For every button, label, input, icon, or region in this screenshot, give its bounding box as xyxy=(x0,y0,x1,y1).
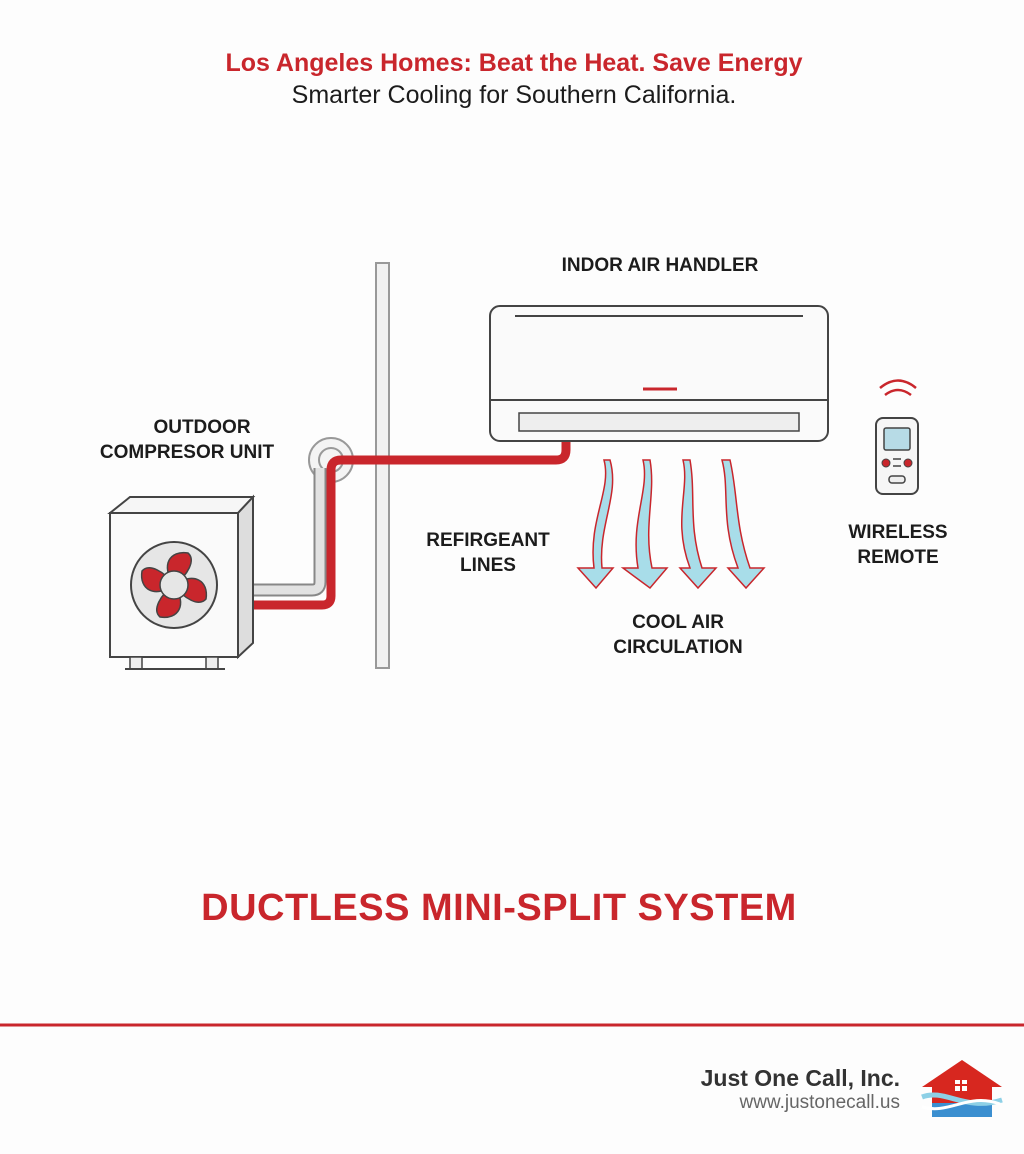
diagram-title: DUCTLESS MINI-SPLIT SYSTEM xyxy=(201,887,797,929)
company-name: Just One Call, Inc. xyxy=(701,1065,900,1091)
remote-label-line1: WIRELESS xyxy=(848,522,947,543)
headline: Los Angeles Homes: Beat the Heat. Save E… xyxy=(225,49,802,77)
company-logo-house-icon xyxy=(921,1060,1003,1117)
outdoor-compressor-unit xyxy=(107,494,256,670)
remote-label-line2: REMOTE xyxy=(857,547,938,568)
wireless-remote-icon xyxy=(875,379,919,495)
refrigerant-lines xyxy=(252,440,571,610)
fan-icon xyxy=(130,541,218,629)
subheadline: Smarter Cooling for Southern California. xyxy=(292,81,737,109)
cool-air-label-line1: COOL AIR xyxy=(632,612,724,633)
outdoor-unit-label-line2: COMPRESOR UNIT xyxy=(100,442,275,463)
indoor-unit-label: INDOR AIR HANDLER xyxy=(562,255,759,276)
cool-air-label-line2: CIRCULATION xyxy=(613,637,742,658)
refrigerant-label-line2: LINES xyxy=(460,555,516,576)
indoor-air-handler xyxy=(489,305,829,442)
cool-air-arrows xyxy=(576,459,766,590)
outdoor-unit-label-line1: OUTDOOR xyxy=(153,417,250,438)
wall xyxy=(375,262,390,669)
company-website: www.justonecall.us xyxy=(738,1092,900,1113)
refrigerant-label-line1: REFIRGEANT xyxy=(426,530,550,551)
